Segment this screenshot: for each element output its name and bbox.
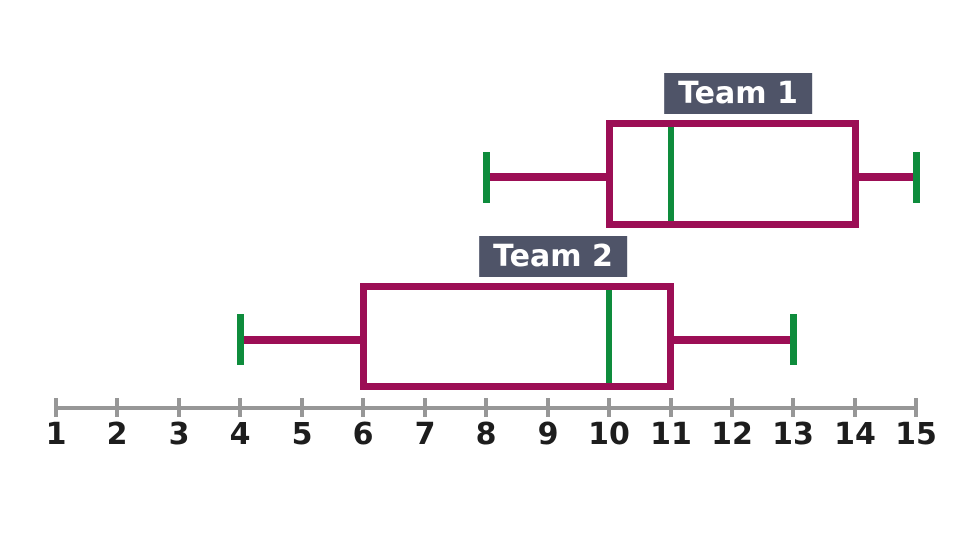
team-1-label: Team 1 [664, 73, 812, 114]
axis-tick-12 [730, 398, 734, 417]
axis-tick-label-2: 2 [106, 417, 128, 452]
axis-tick-14 [853, 398, 857, 417]
axis-tick-label-13: 13 [772, 417, 814, 452]
axis-tick-5 [300, 398, 304, 417]
team-2-median-line [606, 290, 612, 383]
axis-tick-1 [54, 398, 58, 417]
axis-tick-label-3: 3 [168, 417, 190, 452]
axis-tick-10 [607, 398, 611, 417]
axis-tick-label-1: 1 [45, 417, 67, 452]
axis-tick-6 [361, 398, 365, 417]
team-1-max-cap [913, 152, 920, 203]
team-1-min-cap [483, 152, 490, 203]
axis-tick-13 [791, 398, 795, 417]
axis-tick-8 [484, 398, 488, 417]
axis-tick-9 [546, 398, 550, 417]
axis-tick-label-14: 14 [834, 417, 876, 452]
axis-tick-2 [115, 398, 119, 417]
axis-tick-15 [914, 398, 918, 417]
team-2-left-whisker [240, 336, 363, 344]
axis-tick-11 [669, 398, 673, 417]
axis-tick-4 [238, 398, 242, 417]
team-2-label: Team 2 [479, 236, 627, 277]
team-1-left-whisker [486, 173, 609, 181]
team-1-right-whisker [855, 173, 916, 181]
axis-tick-label-9: 9 [537, 417, 559, 452]
axis-tick-7 [423, 398, 427, 417]
axis-tick-label-10: 10 [588, 417, 630, 452]
axis-tick-label-8: 8 [475, 417, 497, 452]
axis-tick-3 [177, 398, 181, 417]
axis-tick-label-12: 12 [711, 417, 753, 452]
axis-tick-label-7: 7 [414, 417, 436, 452]
axis-tick-label-15: 15 [895, 417, 937, 452]
team-2-iqr-box [360, 283, 674, 390]
axis-tick-label-4: 4 [229, 417, 251, 452]
team-2-max-cap [790, 314, 797, 365]
axis-tick-label-6: 6 [352, 417, 374, 452]
axis-tick-label-11: 11 [650, 417, 692, 452]
team-1-median-line [668, 127, 674, 221]
team-2-min-cap [237, 314, 244, 365]
team-2-right-whisker [671, 336, 794, 344]
team-1-iqr-box [606, 120, 859, 228]
axis-tick-label-5: 5 [291, 417, 313, 452]
